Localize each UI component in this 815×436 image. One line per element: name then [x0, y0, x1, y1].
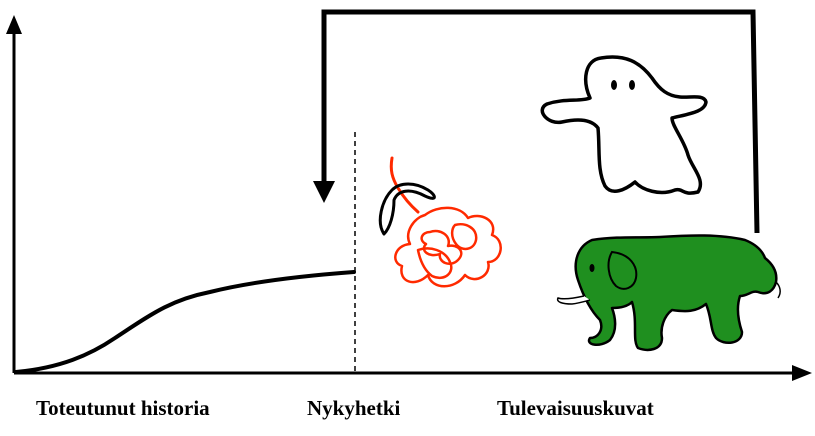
- elephant-tail: [775, 281, 781, 299]
- label-future-images: Tulevaisuuskuvat: [497, 396, 654, 420]
- flower-icon: [378, 156, 502, 288]
- ghost-icon: [540, 55, 708, 195]
- elephant-eye: [589, 264, 595, 272]
- ghost-eye-left: [611, 80, 617, 90]
- elephant-tusk: [556, 295, 591, 305]
- elephant-icon: [556, 234, 781, 352]
- x-axis-arrow-icon: [792, 365, 812, 381]
- feedback-arrowhead-icon: [313, 181, 335, 203]
- y-axis-arrow-icon: [6, 15, 22, 34]
- flower-leaf: [378, 182, 436, 236]
- x-axis: [14, 365, 812, 381]
- history-curve: [14, 270, 356, 374]
- flower-petals: [394, 206, 502, 288]
- label-realized-history: Toteutunut historia: [36, 396, 210, 420]
- ghost-eye-right: [629, 80, 635, 90]
- label-present-moment: Nykyhetki: [307, 396, 401, 420]
- y-axis: [6, 15, 22, 373]
- feedback-arrow: [313, 9, 760, 234]
- elephant-ear: [607, 250, 638, 290]
